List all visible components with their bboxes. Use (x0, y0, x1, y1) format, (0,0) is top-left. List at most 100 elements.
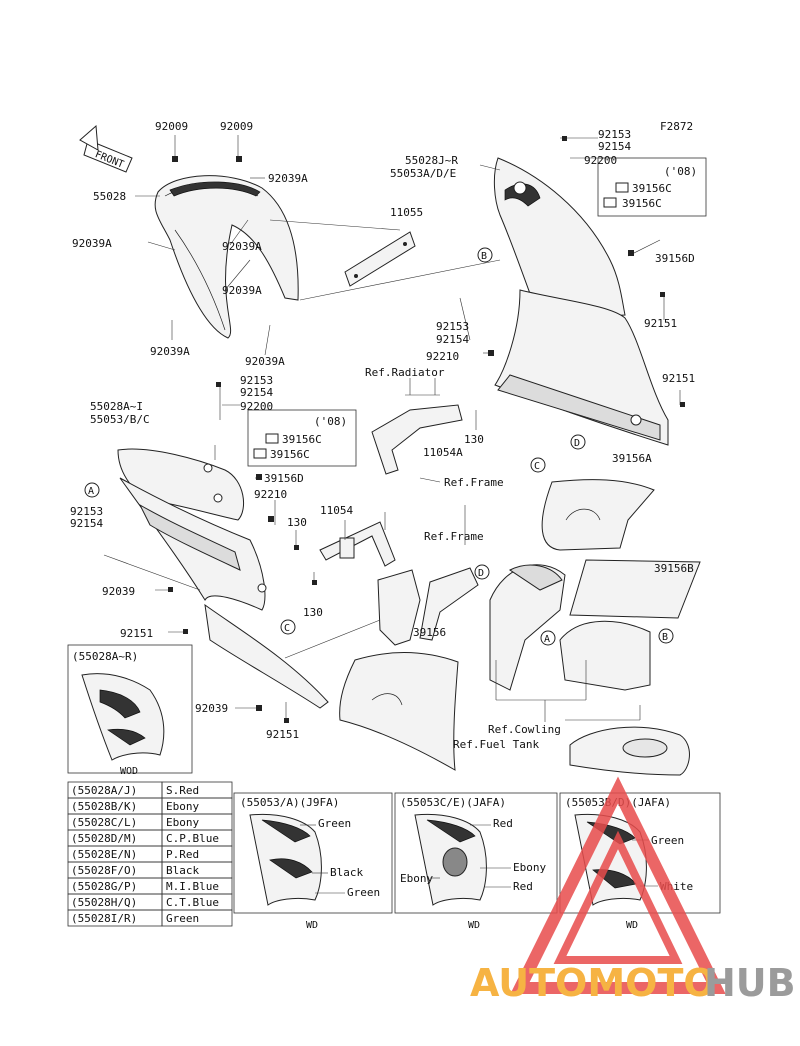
frame-stay-part (377, 567, 479, 646)
callout: ('08) (664, 165, 697, 178)
callout: 130 (303, 606, 323, 619)
callout: 130 (464, 433, 484, 446)
callout: 92154 (598, 140, 631, 153)
color-table-color: S.Red (166, 784, 199, 797)
inset-title: (55028A~R) (72, 650, 138, 663)
variant-box-2: (55053C/E)(JAFA) Red Ebony Ebony Red WD (394, 792, 558, 931)
variant-title: (55053/A)(J9FA) (240, 796, 339, 809)
marker-b-right: B (477, 247, 493, 263)
callout: 130 (287, 516, 307, 529)
left-side-fairing-part (117, 448, 329, 709)
callout: 92009 (220, 120, 253, 133)
callout: Ref.Cowling (488, 723, 561, 736)
pad-39156b-part (569, 559, 701, 619)
callout: 55053A/D/E (390, 167, 456, 180)
inset-55028: (55028A~R) WOD (67, 644, 193, 777)
bolt-icons (168, 136, 685, 723)
svg-text:B: B (481, 251, 487, 262)
color-table-code: (55028I/R) (71, 912, 137, 925)
marker-d-right: D (570, 434, 586, 450)
svg-text:D: D (478, 568, 484, 579)
callout: 11054 (320, 504, 353, 517)
svg-text:C: C (534, 461, 540, 472)
callout: 39156D (264, 472, 304, 485)
variant-title: (55053C/E)(JAFA) (400, 796, 506, 809)
color-table-code: (55028C/L) (71, 816, 137, 829)
color-table-code: (55028D/M) (71, 832, 137, 845)
right-lower-fairing-part (494, 289, 669, 446)
callout: 55053/B/C (90, 413, 150, 426)
color-table-color: Black (166, 864, 199, 877)
callout: 92039A (150, 345, 190, 358)
marker-c-right: C (530, 457, 546, 473)
variant-label: Red (513, 880, 533, 893)
marker-a-mid: A (540, 630, 556, 646)
callout: 92154 (240, 386, 273, 399)
bracket-11055-part (344, 231, 416, 287)
callout: 92200 (584, 154, 617, 167)
callout: 92039A (222, 240, 262, 253)
variant-caption: WD (626, 920, 638, 931)
color-table: (55028A/J)S.Red(55028B/K)Ebony(55028C/L)… (67, 781, 233, 927)
callout: Ref.Frame (424, 530, 484, 543)
callout: 39156C (622, 197, 662, 210)
pad-39156-part (339, 652, 459, 771)
callout: 11055 (390, 206, 423, 219)
pad-icon (253, 448, 267, 459)
callout: 92039A (222, 284, 262, 297)
color-table-code: (55028F/O) (71, 864, 137, 877)
color-table-color: C.P.Blue (166, 832, 219, 845)
callout: 92151 (644, 317, 677, 330)
callout: 55028A~I (90, 400, 143, 413)
svg-text:A: A (544, 634, 550, 645)
variant-label: Red (493, 817, 513, 830)
callout: 39156 (413, 626, 446, 639)
box-08-right (597, 157, 707, 217)
svg-text:C: C (284, 623, 290, 634)
watermark-logo: AUTOMOTO HUB (470, 776, 796, 1005)
svg-text:B: B (662, 632, 668, 643)
callout: 39156A (612, 452, 652, 465)
variant-label: Green (347, 886, 380, 899)
pad-icon (603, 197, 617, 208)
color-table-code: (55028B/K) (71, 800, 137, 813)
callout: 55028J~R (405, 154, 458, 167)
callout: 92210 (254, 488, 287, 501)
svg-text:A: A (88, 486, 94, 497)
marker-a-left: A (84, 482, 100, 498)
marker-d-mid: D (474, 564, 490, 580)
variant-box-1: (55053/A)(J9FA) Green Black Green WD (233, 792, 393, 931)
callout: Ref.Frame (444, 476, 504, 489)
upper-cowl-part (154, 175, 299, 339)
leader-lines (103, 135, 681, 722)
callout: 92151 (266, 728, 299, 741)
callout: Ref.Fuel Tank (453, 738, 539, 751)
box-08-left (247, 409, 357, 467)
callout: 92153 (598, 128, 631, 141)
bracket-11054-part (319, 521, 396, 567)
color-table-code: (55028E/N) (71, 848, 137, 861)
watermark-text-b: HUB (704, 961, 796, 1005)
callout: ('08) (314, 415, 347, 428)
callout: 92210 (426, 350, 459, 363)
variant-label: Ebony (513, 861, 546, 874)
marker-b-mid: B (658, 628, 674, 644)
callout-labels: 92009 92009 55028 92039A 92039A 92039A 9… (70, 120, 697, 751)
variant-label: Green (651, 834, 684, 847)
callout: 92154 (436, 333, 469, 346)
watermark-text-a: AUTOMOTO (470, 961, 716, 1005)
callout: 39156B (654, 562, 694, 575)
callout: 92151 (120, 627, 153, 640)
right-upper-fairing-part (493, 157, 626, 321)
color-table-color: C.T.Blue (166, 896, 219, 909)
callout: 92154 (70, 517, 103, 530)
callout: 92039A (268, 172, 308, 185)
figure-code: F2872 (660, 120, 693, 133)
variant-label: Ebony (400, 872, 433, 885)
callout: 11054A (423, 446, 463, 459)
color-table-code: (55028G/P) (71, 880, 137, 893)
callout: 39156C (282, 433, 322, 446)
callout: 92153 (436, 320, 469, 333)
pad-icon (265, 433, 279, 444)
color-table-code: (55028H/Q) (71, 896, 137, 909)
